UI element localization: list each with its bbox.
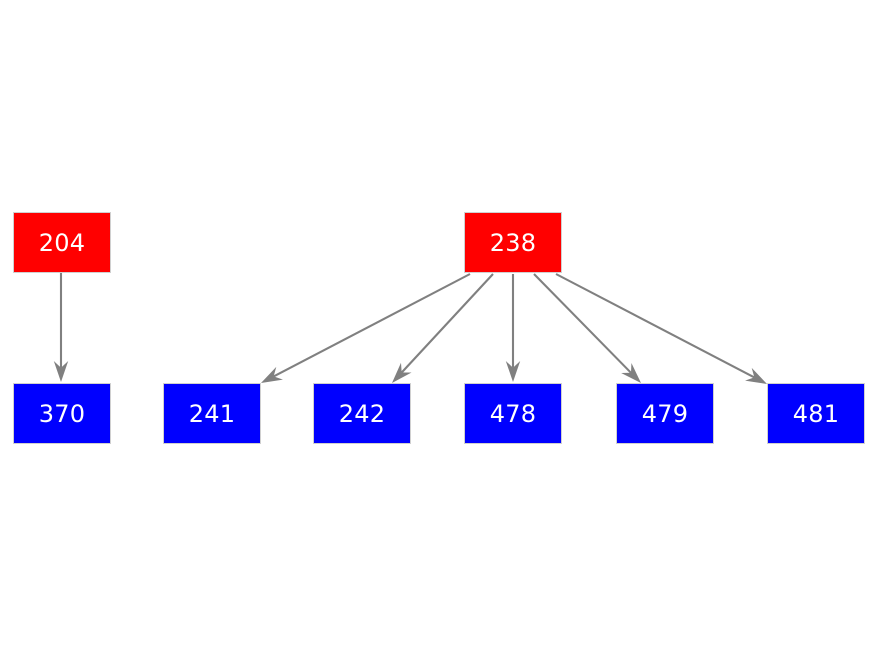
graph-edge-238-to-242 [392,273,494,383]
graph-node-label: 478 [489,399,537,428]
edge-arrowhead-icon [261,366,283,383]
edge-arrowhead-icon [53,361,69,382]
graph-edge-238-to-478 [505,274,521,382]
graph-node-242[interactable]: 242 [313,383,411,444]
graph-node-370[interactable]: 370 [13,383,111,444]
edge-line [555,273,755,379]
edge-arrowhead-icon [621,362,641,383]
graph-node-label: 204 [38,228,86,257]
graph-edge-238-to-481 [555,273,767,384]
edge-line [400,273,494,374]
edge-arrowhead-icon [392,362,412,383]
graph-edge-238-to-479 [533,273,641,383]
graph-node-label: 241 [188,399,236,428]
graph-node-label: 479 [641,399,689,428]
graph-node-481[interactable]: 481 [767,383,865,444]
graph-node-238[interactable]: 238 [464,212,562,273]
graph-node-label: 370 [38,399,86,428]
graph-node-479[interactable]: 479 [616,383,714,444]
graph-node-478[interactable]: 478 [464,383,562,444]
graph-edge-238-to-241 [261,273,471,383]
graph-node-241[interactable]: 241 [163,383,261,444]
graph-node-label: 481 [792,399,840,428]
graph-node-204[interactable]: 204 [13,212,111,273]
edge-line [533,273,632,374]
edge-arrowhead-icon [745,367,767,384]
edge-line [273,273,471,378]
graph-node-label: 242 [338,399,386,428]
graph-edge-204-to-370 [53,273,69,382]
graph-node-label: 238 [489,228,537,257]
edge-arrowhead-icon [505,361,521,382]
